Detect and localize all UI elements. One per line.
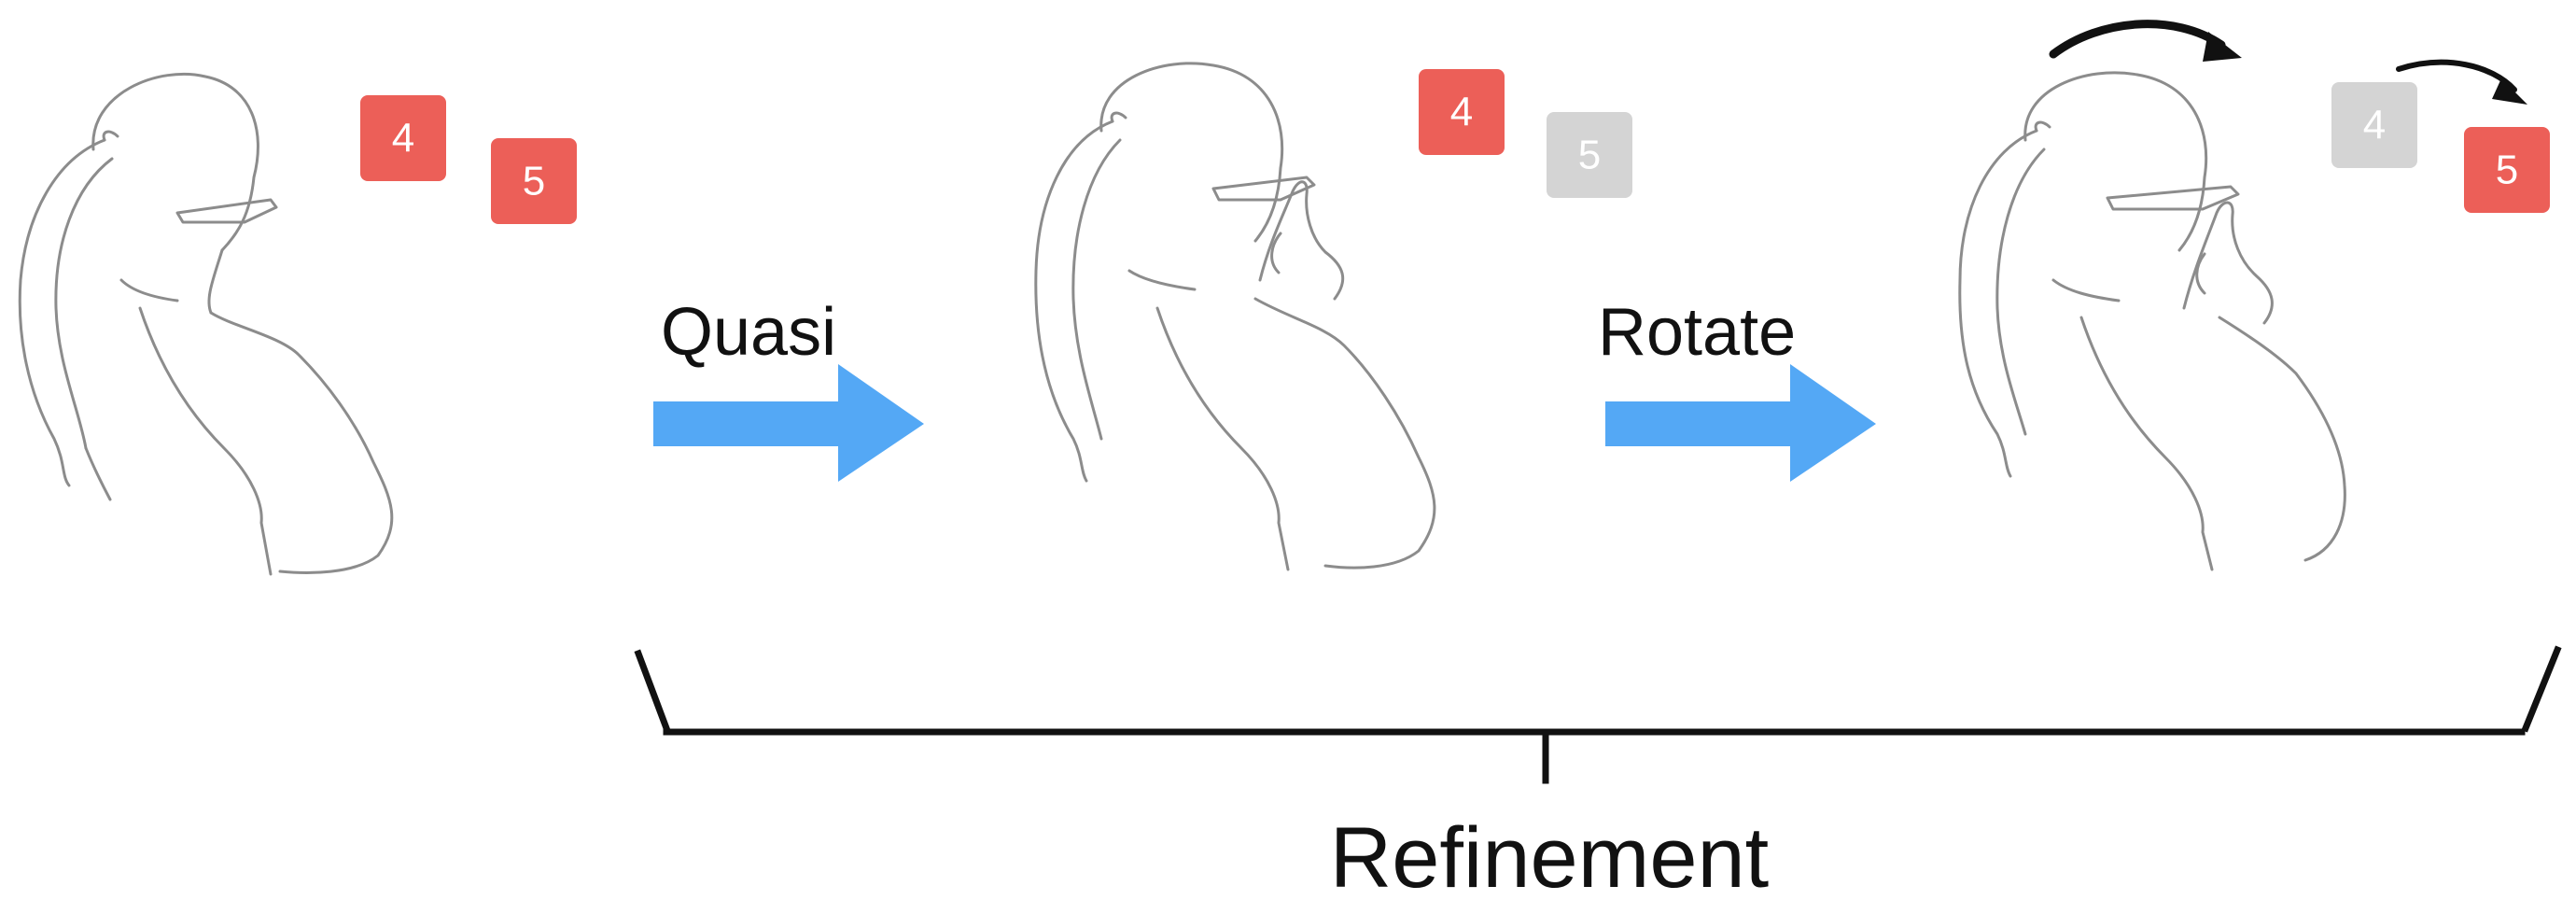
- badge-box: [1419, 69, 1505, 155]
- panel-1-person-sketch: [18, 72, 394, 576]
- panel-2-person-sketch: [1034, 62, 1436, 571]
- badge-box: [491, 138, 577, 224]
- badge-box: [2464, 127, 2550, 213]
- badge-box: [1547, 112, 1632, 198]
- badge-label: 5: [2496, 148, 2518, 193]
- badge-label: 4: [2363, 103, 2386, 148]
- right-arrow-icon: [1605, 364, 1876, 482]
- head-rotation-arrowhead-icon: [2203, 32, 2242, 62]
- badge-label: 5: [523, 159, 545, 204]
- panel-3-person-sketch: [1958, 71, 2346, 571]
- badge-box: [2331, 82, 2417, 168]
- target-badge-4: 4: [1419, 69, 1505, 155]
- transition-label-quasi: Quasi: [661, 295, 836, 370]
- target-badge-4: 4: [360, 95, 446, 181]
- badge-label: 5: [1578, 133, 1601, 178]
- transition-label-rotate: Rotate: [1598, 295, 1796, 370]
- refinement-bracket: [634, 645, 2562, 784]
- badge-label: 4: [392, 116, 414, 162]
- target-switch-arrow-icon: [2396, 59, 2517, 92]
- badge-label: 4: [1450, 90, 1473, 135]
- right-arrow-icon: [653, 364, 924, 482]
- target-badges: 4 5 4 5 4 5: [360, 69, 2550, 224]
- head-rotation-arrow-icon: [2049, 20, 2226, 59]
- target-badge-5: 5: [491, 138, 577, 224]
- target-switch-arrowhead-icon: [2492, 78, 2527, 105]
- target-badge-5: 5: [1547, 112, 1632, 198]
- badge-box: [360, 95, 446, 181]
- target-badge-4: 4: [2331, 82, 2417, 168]
- target-badge-5: 5: [2464, 127, 2550, 213]
- refinement-label: Refinement: [1330, 810, 1769, 900]
